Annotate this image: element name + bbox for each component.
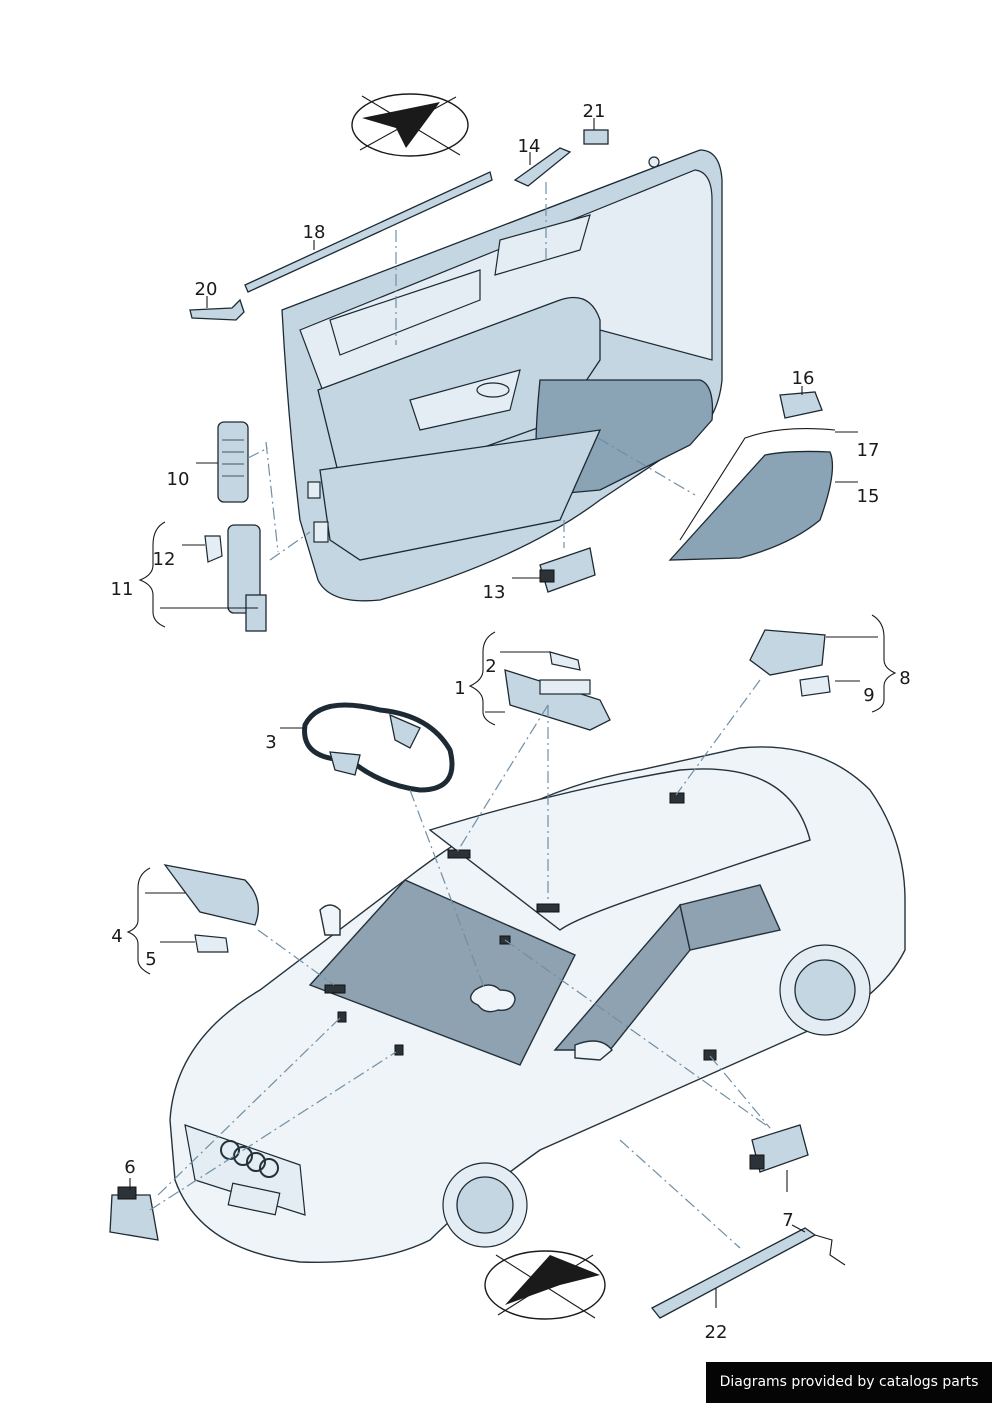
callout-10: 10: [167, 469, 190, 490]
orientation-symbol-bottom: [484, 1250, 606, 1320]
callout-2: 2: [485, 656, 496, 677]
callout-11: 11: [111, 579, 134, 600]
callout-3: 3: [265, 732, 276, 753]
footer-credit: Diagrams provided by catalogs parts: [706, 1362, 992, 1403]
part-18-panel: [668, 450, 834, 561]
callout-21: 20: [195, 279, 218, 300]
callout-7: 7: [782, 1210, 793, 1231]
part-7-module: [749, 1124, 809, 1173]
part-13: [539, 547, 596, 593]
part-5-bulb: [194, 934, 229, 953]
part-6-switch: [109, 1186, 159, 1241]
callout-15: 21: [583, 101, 606, 122]
callout-22: 22: [705, 1322, 728, 1343]
part-10: [217, 421, 249, 503]
callout-14: 14: [518, 136, 541, 157]
callout-12: 12: [153, 549, 176, 570]
callout-1: 1: [454, 678, 465, 699]
callout-16: 16: [792, 368, 815, 389]
callout-17: 17: [857, 440, 880, 461]
callout-labels: 21 14 18 20 16 17 15 10 12 11 13 2 1 8 9…: [111, 101, 911, 1343]
part-4-lamp: [163, 864, 259, 926]
part-22-sill: [650, 1227, 846, 1319]
part-20-strip: [244, 171, 493, 293]
part-2-bulb: [549, 651, 581, 671]
door-trim-panel: [281, 149, 723, 602]
orientation-symbol-top: [351, 93, 469, 157]
part-15: [583, 129, 609, 145]
part-3-frame: [302, 702, 455, 793]
part-17-wire: [679, 428, 836, 541]
part-11: [227, 524, 267, 632]
part-9-bulb: [799, 675, 831, 697]
part-16: [779, 391, 823, 419]
callout-5: 5: [145, 949, 156, 970]
part-8-lamp: [749, 629, 826, 676]
connector-lines: [149, 182, 771, 1249]
callout-13: 13: [483, 582, 506, 603]
part-1-lamp: [504, 669, 611, 731]
car-illustration: [169, 746, 906, 1264]
part-14: [513, 147, 572, 187]
part-21: [189, 298, 245, 321]
callout-4: 4: [111, 926, 122, 947]
callout-18: 15: [857, 486, 880, 507]
callout-6: 6: [124, 1157, 135, 1178]
callout-8: 8: [899, 668, 910, 689]
part-12-bulb: [204, 535, 223, 563]
callout-9: 9: [863, 685, 874, 706]
callout-20: 18: [303, 222, 326, 243]
leader-lines: [126, 118, 897, 1308]
